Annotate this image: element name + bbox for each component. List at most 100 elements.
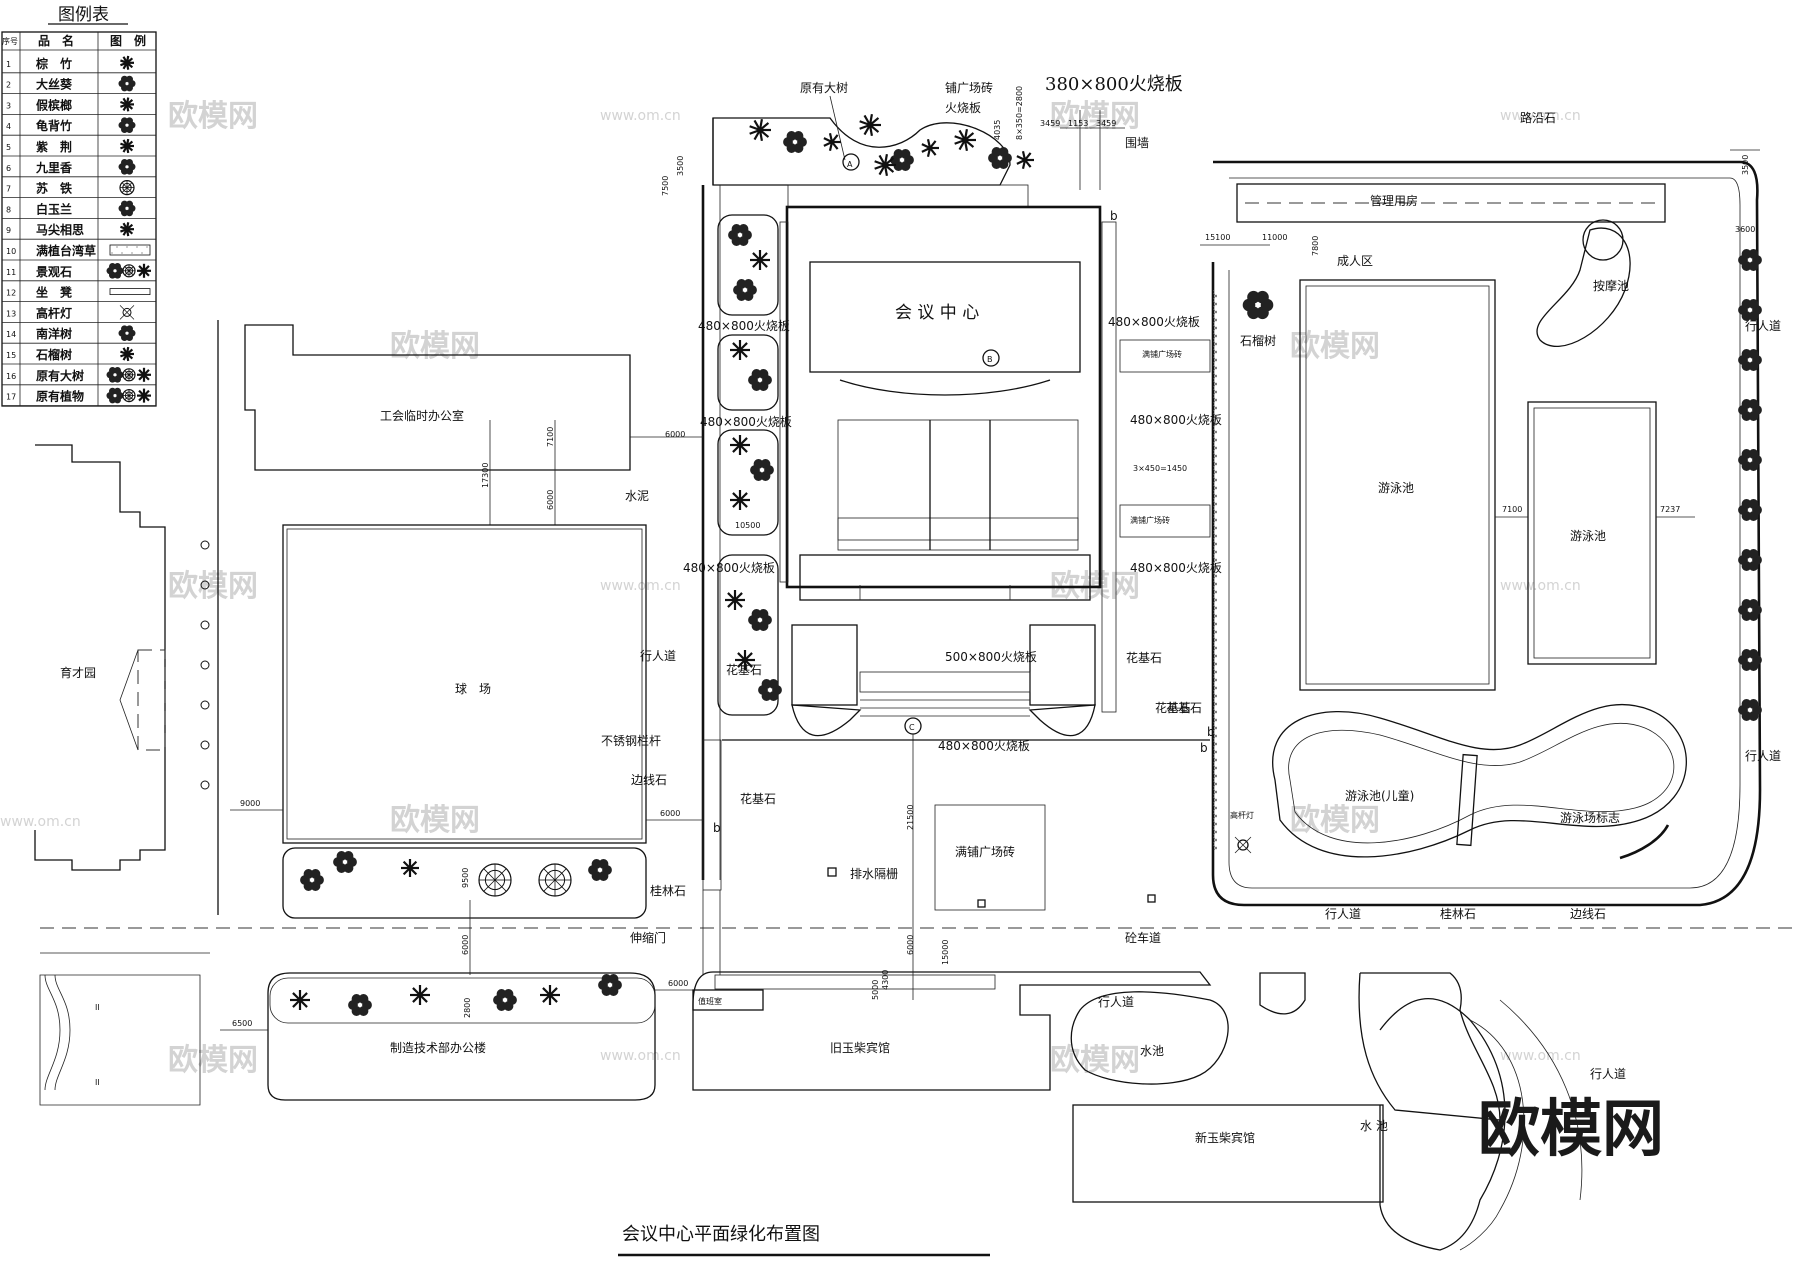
drawing-title: 会议中心平面绿化布置图	[622, 1224, 820, 1245]
cycad-icon	[119, 180, 135, 196]
fire-slab-480-label-c: 480×800火烧板	[683, 561, 775, 575]
tree-icon	[1738, 499, 1762, 521]
kids-pool	[1272, 704, 1687, 858]
magnolia-icon	[118, 200, 136, 217]
watermark: 欧模网	[390, 803, 480, 838]
palm-tree-icon	[410, 985, 430, 1005]
ball-tree-icon	[478, 863, 512, 897]
legend-row: 6 九里香	[6, 158, 136, 175]
watermark-url: www.om.cn	[1500, 108, 1581, 124]
watermarks: 欧模网 www.om.cn 欧模网 www.om.cn 欧模网 欧模网 欧模网 …	[0, 99, 1581, 1078]
dim-7100b: 7100	[1502, 505, 1522, 514]
tree-icon	[1738, 649, 1762, 671]
legend-row-no: 14	[6, 330, 16, 339]
tree-icon	[1738, 349, 1762, 371]
legend-row-name: 景观石	[36, 265, 72, 279]
dim-7500: 7500	[661, 176, 670, 196]
seating-block	[837, 419, 1079, 541]
legend-row-name: 假槟榔	[36, 97, 72, 112]
plaza-paving-label-a: 满铺广场砖	[1142, 349, 1182, 359]
tree-icon	[1738, 699, 1762, 721]
union-office-label: 工会临时办公室	[380, 408, 464, 423]
legend-row-no: 13	[6, 309, 16, 318]
legend-header-name: 品 名	[38, 33, 74, 48]
pedestrian-label-west: 行人道	[640, 649, 676, 663]
legend-row-no: 10	[6, 247, 16, 256]
murraya-icon	[118, 158, 136, 175]
lamp-icon	[1234, 836, 1252, 854]
fire-slab-480-label-e: 480×800火烧板	[1130, 413, 1222, 427]
landscape-stone-icon	[106, 262, 151, 279]
watermark: 欧模网	[1290, 329, 1380, 364]
legend-row-name: 九里香	[35, 160, 72, 175]
shrub-icon	[748, 609, 772, 631]
fire-slab-size-label: 380×800火烧板	[1045, 74, 1183, 95]
watermark-url: www.om.cn	[600, 108, 681, 124]
management-room	[1236, 183, 1666, 223]
cement-label: 水泥	[625, 489, 649, 503]
shrub-icon	[106, 262, 124, 279]
existing-tree-icon	[106, 366, 151, 383]
pedestrian-label-east-b: 行人道	[1745, 749, 1781, 763]
dim-6500: 6500	[232, 1019, 252, 1028]
existing-tree-label: 原有大树	[800, 80, 848, 95]
paving-brick-label: 铺广场砖	[945, 80, 993, 95]
conference-center: 会 议 中 心 B C 480×800火烧板 480×800火烧板 480×80…	[683, 185, 1222, 1000]
lamp-icon	[119, 305, 135, 320]
kids-pool-label: 游泳池(儿童)	[1345, 788, 1414, 803]
planter-stone-label-a: 花基石	[726, 662, 762, 677]
massage-pool-label: 按摩池	[1593, 278, 1629, 293]
ball-court-label: 球 场	[455, 682, 491, 696]
dim-15100: 15100	[1205, 233, 1230, 242]
palm-tree-icon	[859, 113, 881, 137]
tree-icon	[1738, 449, 1762, 471]
bollard-icon	[200, 700, 210, 710]
cycad-icon	[1016, 150, 1034, 170]
palm-tree-icon	[750, 250, 770, 270]
pomegranate-icon	[120, 346, 134, 362]
concrete-road-label: 砼车道	[1125, 930, 1161, 945]
water-pool-b-label: 水 池	[1360, 1119, 1388, 1133]
alexander-palm-icon	[120, 97, 134, 112]
ball-tree-icon	[538, 863, 572, 897]
union-office-outline	[244, 324, 631, 471]
fire-slab-480-label-a: 480×800火烧板	[698, 319, 790, 333]
legend-row-name: 高杆灯	[36, 305, 72, 320]
legend-row-no: 8	[6, 205, 11, 214]
bollard-icon	[200, 540, 210, 550]
shrub-icon	[758, 679, 782, 701]
shrub-icon	[598, 974, 622, 996]
b-marker-west: b	[713, 821, 721, 835]
shrub-icon	[783, 131, 807, 153]
bollard-icon	[200, 580, 210, 590]
watermark: 欧模网	[1050, 99, 1140, 134]
legend-row-no: 2	[6, 81, 11, 90]
palm-tree-icon	[954, 128, 976, 152]
water-pool-a	[1070, 991, 1229, 1085]
legend-row-name: 紫 荆	[36, 139, 72, 154]
marker-a-label: A	[847, 160, 853, 169]
dim-9000: 9000	[240, 799, 260, 808]
palm-bamboo-icon	[120, 55, 134, 70]
legend-row-no: 6	[6, 164, 11, 173]
marker-c-label: C	[909, 723, 915, 732]
plaza-paving-label-b: 满铺广场砖	[1130, 515, 1170, 525]
dim-10500: 10500	[735, 521, 760, 530]
b-marker-center: b	[1200, 741, 1208, 755]
washingtonia-icon	[118, 75, 136, 92]
watermark: 欧模网	[1050, 1043, 1140, 1078]
palm-tree-icon	[730, 340, 750, 360]
legend-row-no: 17	[6, 393, 16, 402]
expansion-gate-label: 伸缩门	[630, 930, 666, 945]
pedestrian-label-south: 行人道	[1325, 907, 1361, 921]
palm-tree-icon	[540, 985, 560, 1005]
cycad-icon	[823, 132, 841, 152]
legend-row-no: 4	[6, 122, 11, 131]
